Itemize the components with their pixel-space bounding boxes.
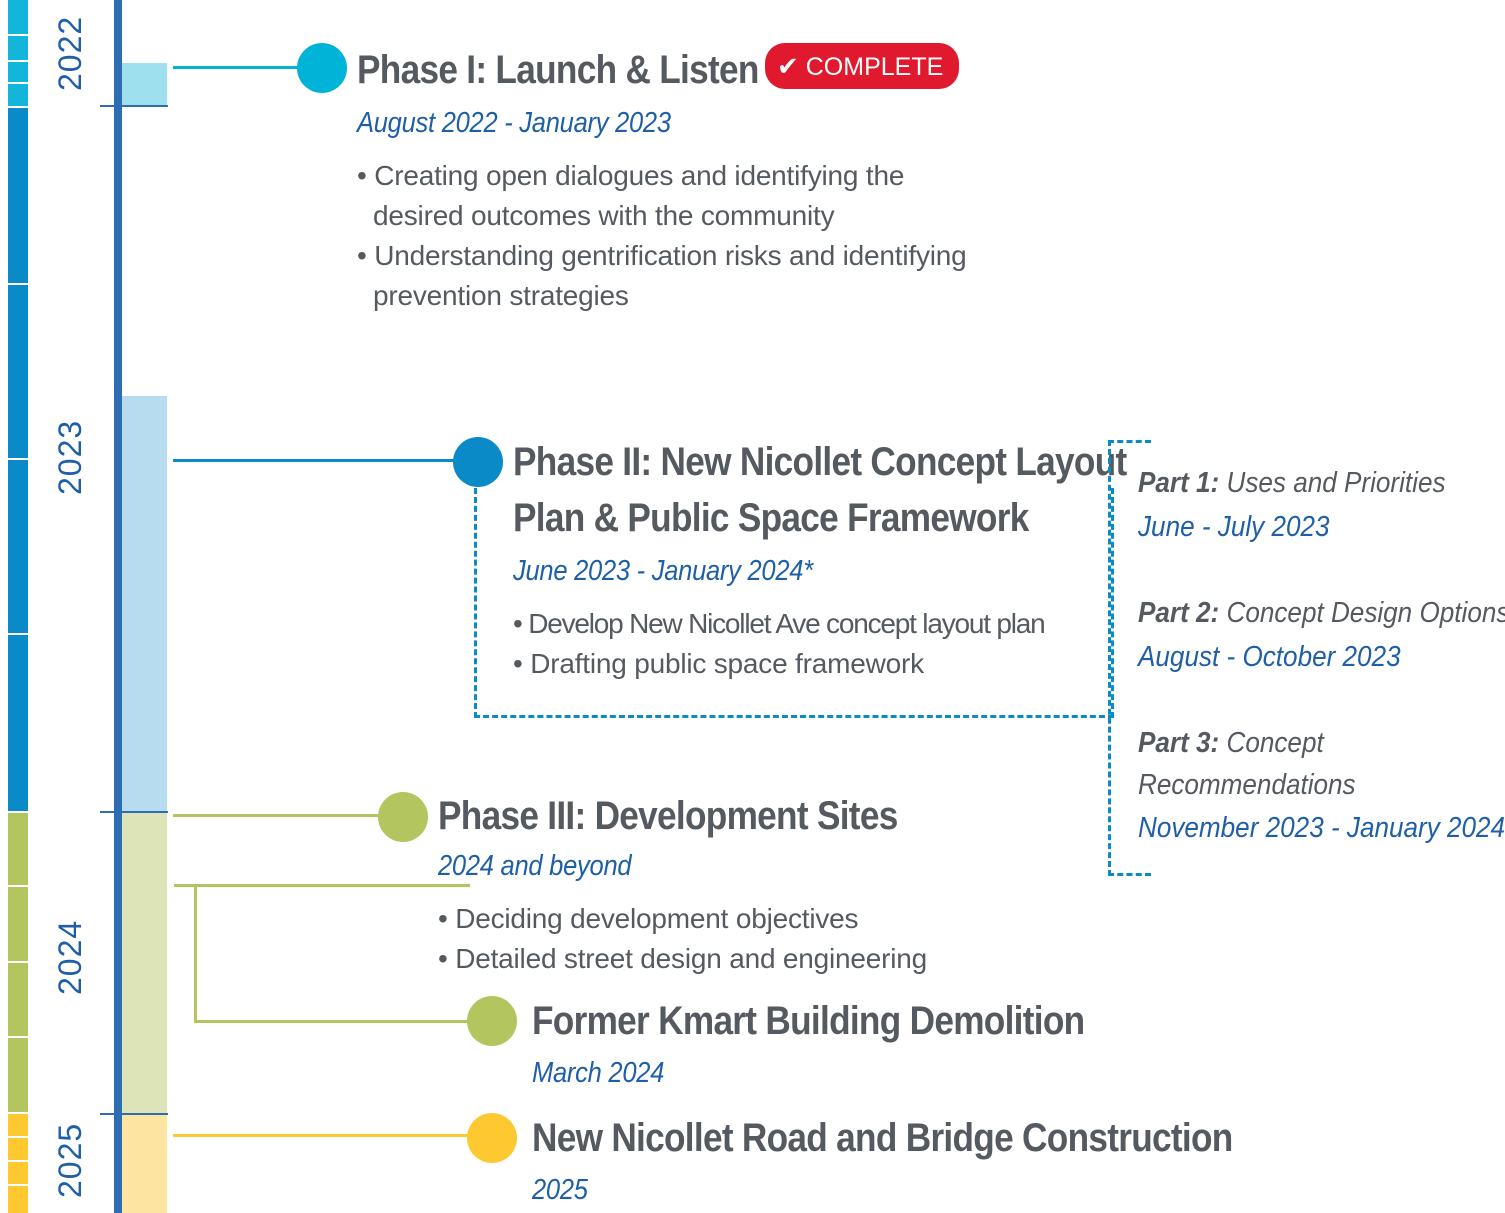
part2-dates: August - October 2023 (1138, 641, 1401, 673)
phase1-bullets: Creating open dialogues and identifying … (357, 156, 997, 316)
phase3-dot (378, 792, 428, 842)
phase2-title-line1: Phase II: New Nicollet Concept Layout (513, 440, 1127, 484)
checkmark-icon: ✔ (777, 51, 799, 81)
phase2-connector (173, 459, 458, 462)
parts-bracket (1108, 440, 1151, 876)
month-segment (8, 460, 28, 633)
phase1-dates: August 2022 - January 2023 (357, 107, 671, 139)
phase3-band (122, 813, 167, 1113)
list-item: Detailed street design and engineering (438, 939, 1038, 979)
month-segment (8, 36, 28, 60)
part1-dates: June - July 2023 (1138, 511, 1330, 543)
construction-connector (173, 1134, 473, 1137)
construction-dot (467, 1113, 517, 1163)
part1-name: Uses and Priorities (1226, 467, 1446, 499)
year-label-2022: 2022 (52, 15, 88, 91)
part3-label: Part 3: Concept (1138, 722, 1324, 764)
kmart-dates: March 2024 (532, 1057, 665, 1089)
month-segment (8, 1114, 28, 1136)
year-tick (100, 1113, 168, 1115)
timeline-axis (114, 0, 122, 1213)
phase1-dot (297, 43, 347, 93)
month-segment (8, 1186, 28, 1213)
year-tick (100, 105, 168, 107)
month-segment (8, 62, 28, 82)
phase2-dates: June 2023 - January 2024* (513, 555, 813, 587)
month-segment (8, 635, 28, 811)
part3-name-line2: Recommendations (1138, 769, 1356, 801)
phase2-title-line2: Plan & Public Space Framework (513, 496, 1029, 540)
part1-label: Part 1: Uses and Priorities (1138, 462, 1446, 504)
month-segment (8, 285, 28, 458)
phase1-band (122, 63, 167, 107)
part2-label: Part 2: Concept Design Options (1138, 592, 1505, 634)
kmart-title: Former Kmart Building Demolition (532, 999, 1085, 1043)
phase2-dot (453, 437, 503, 487)
part2-name: Concept Design Options (1226, 597, 1505, 629)
part3-number: Part 3: (1138, 727, 1220, 759)
month-segment (8, 108, 28, 283)
phase1-title: Phase I: Launch & Listen (357, 48, 759, 92)
month-segment (8, 1138, 28, 1160)
list-item: Deciding development objectives (438, 899, 1038, 939)
phase3-bullets: Deciding development objectives Detailed… (438, 899, 1038, 979)
month-segment (8, 813, 28, 885)
month-segment (8, 84, 28, 106)
part3-dates: November 2023 - January 2024 (1138, 812, 1505, 844)
list-item: Understanding gentrification risks and i… (357, 236, 997, 316)
month-segment (8, 963, 28, 1036)
phase2-dashed-box (474, 488, 1114, 718)
year-tick (100, 811, 168, 813)
construction-dates: 2025 (532, 1174, 588, 1206)
phase2-bullets: Develop New Nicollet Ave concept layout … (513, 604, 1103, 684)
list-item: Develop New Nicollet Ave concept layout … (513, 604, 1103, 644)
phase3-connector (173, 814, 383, 817)
month-segment (8, 1038, 28, 1112)
list-item: Creating open dialogues and identifying … (357, 156, 997, 236)
year-label-2025: 2025 (52, 1122, 88, 1198)
month-segment (8, 1162, 28, 1184)
phase2-band (122, 396, 167, 811)
list-item: Drafting public space framework (513, 644, 1103, 684)
complete-badge-label: COMPLETE (805, 53, 944, 81)
kmart-dot (467, 996, 517, 1046)
phase3-dates: 2024 and beyond (438, 850, 632, 882)
part1-number: Part 1: (1138, 467, 1220, 499)
complete-badge: ✔ COMPLETE (765, 43, 960, 89)
construction-band (122, 1115, 167, 1213)
year-label-2023: 2023 (52, 419, 88, 495)
phase3-title: Phase III: Development Sites (438, 794, 898, 838)
phase1-connector (173, 66, 303, 69)
month-segment (8, 0, 28, 34)
kmart-connector (174, 884, 470, 1023)
part3-name-line1: Concept (1226, 727, 1324, 759)
month-segment (8, 887, 28, 961)
part2-number: Part 2: (1138, 597, 1220, 629)
year-label-2024: 2024 (52, 919, 88, 995)
construction-title: New Nicollet Road and Bridge Constructio… (532, 1116, 1233, 1160)
